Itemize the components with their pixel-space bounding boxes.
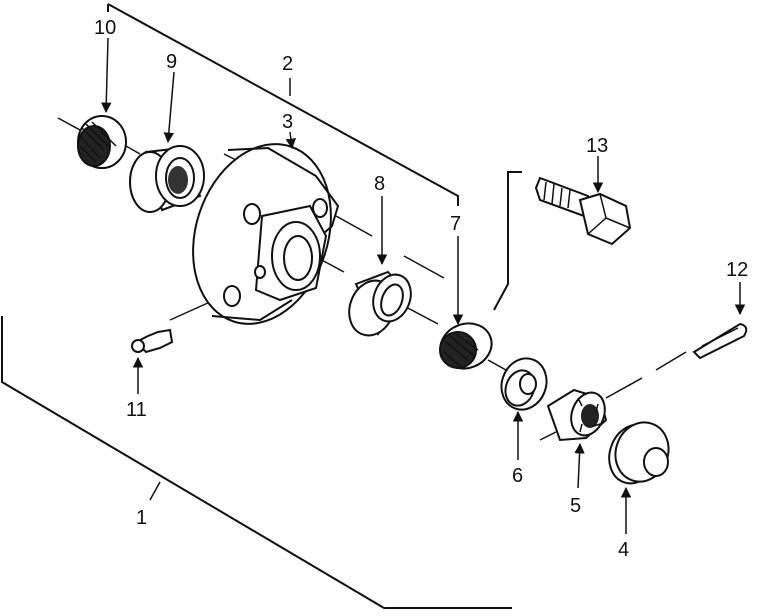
label-part-13: 13 <box>586 135 608 157</box>
part-8-bearing-cup <box>348 270 412 337</box>
label-part-10: 10 <box>94 17 116 39</box>
label-part-3: 3 <box>282 111 293 133</box>
part-7-roller-bearing <box>439 322 493 370</box>
label-part-5: 5 <box>570 495 581 517</box>
label-part-4: 4 <box>618 539 629 561</box>
label-part-11: 11 <box>126 399 147 421</box>
bracket-line-main <box>107 3 459 206</box>
part-12-cotter-pin <box>692 322 748 360</box>
label-part-9: 9 <box>166 51 177 73</box>
leader-lines <box>101 37 746 534</box>
label-part-7: 7 <box>450 213 461 235</box>
bracket-line-bolt <box>493 171 522 311</box>
frame-line <box>1 316 512 609</box>
label-part-8: 8 <box>374 173 385 195</box>
part-9-bearing-cup <box>129 145 205 213</box>
part-5-castle-nut <box>546 388 608 442</box>
label-part-12: 12 <box>726 259 748 281</box>
part-13-bolt <box>534 176 632 246</box>
centerline <box>57 117 687 441</box>
part-3-hub <box>192 143 340 325</box>
label-part-1: 1 <box>136 507 147 529</box>
part-11-grease-fitting <box>131 328 174 354</box>
part-6-washer <box>500 357 548 411</box>
label-part-6: 6 <box>512 465 523 487</box>
part-4-dust-cap <box>608 421 670 485</box>
label-part-2: 2 <box>282 53 293 75</box>
part-10-roller-bearing <box>77 115 127 169</box>
